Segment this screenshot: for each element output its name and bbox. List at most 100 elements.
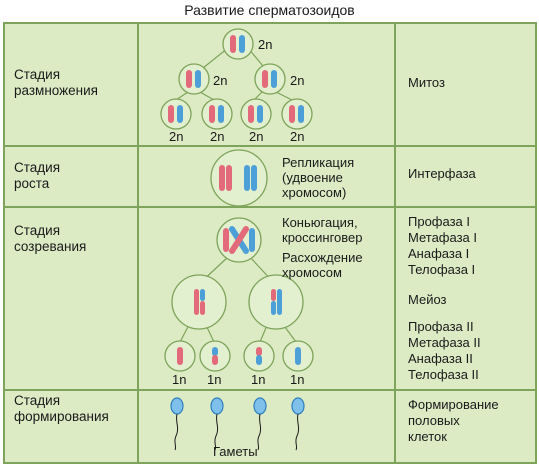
chromosome-red (209, 105, 215, 123)
chromosome-blue (218, 105, 224, 123)
stage-reproduction: Стадия размножения (14, 67, 98, 99)
row-divider-2 (3, 206, 537, 208)
chromatid-blue (277, 289, 282, 315)
right-formation: Формирование половых клеток (408, 397, 499, 445)
gametes-label: Гаметы (213, 444, 258, 459)
cell-reproduction-bottom (160, 98, 192, 130)
stage-maturation-line1: Стадия (14, 223, 61, 238)
chromosome-red (262, 70, 268, 88)
chromosome-red (256, 347, 262, 356)
cell-growth (210, 149, 268, 207)
conjugation-line2: кроссинговер (282, 230, 363, 245)
cell-meiosis1-right (248, 274, 304, 330)
ploidy-label: 2n (290, 73, 305, 88)
right-formation-line3: клеток (408, 429, 447, 444)
ploidy-label: 2n (213, 73, 228, 88)
right-meiosis2: Профаза II Метафаза II Анафаза II Телофа… (408, 319, 481, 383)
chromosome-red (186, 70, 192, 88)
right-metaphase-1: Метафаза I (408, 230, 478, 245)
stage-maturation: Стадия созревания (14, 223, 86, 255)
divergence-line1: Расхождение (282, 250, 363, 265)
right-telophase-2: Телофаза II (408, 367, 479, 382)
right-anaphase-2: Анафаза II (408, 351, 473, 366)
stage-reproduction-line1: Стадия (14, 67, 61, 82)
chromosome-blue (256, 355, 262, 365)
sperm-icon (210, 397, 224, 451)
chromosome-red (177, 347, 183, 365)
column-divider-right (394, 22, 396, 464)
sperm-icon (253, 397, 267, 451)
right-meiosis1: Профаза I Метафаза I Анафаза I Телофаза … (408, 214, 477, 278)
conjugation-note: Коньюгация, кроссинговер (282, 215, 363, 245)
chromosome-blue (195, 70, 201, 88)
stage-reproduction-line2: размножения (14, 83, 98, 98)
sperm-cells (170, 397, 305, 451)
ploidy-label: 2n (249, 129, 264, 144)
cell-reproduction-mid-left (178, 63, 210, 95)
stage-maturation-line2: созревания (14, 239, 87, 254)
chromosome-blue (177, 105, 183, 123)
connector (199, 91, 215, 101)
chromatid-red (219, 165, 225, 191)
right-interphase: Интерфаза (408, 166, 476, 181)
chromatid-crossing (229, 226, 249, 254)
right-prophase-1: Профаза I (408, 214, 470, 229)
conjugation-line1: Коньюгация, (282, 215, 358, 230)
column-divider-left (137, 22, 139, 464)
chromosome-red (230, 35, 236, 53)
chromatid-red (226, 165, 232, 191)
ploidy-label: 2n (290, 129, 305, 144)
right-telophase-1: Телофаза I (408, 262, 476, 277)
right-mitosis: Митоз (408, 75, 445, 90)
diagram-title: Развитие сперматозоидов (184, 2, 355, 18)
ploidy-label: 2n (210, 129, 225, 144)
chromatid-red (194, 289, 199, 315)
chromosome-red (168, 105, 174, 123)
cell-reproduction-bottom (240, 98, 272, 130)
sperm-icon (170, 397, 184, 451)
chromatid-blue (251, 165, 257, 191)
ploidy-label: 2n (169, 129, 184, 144)
sperm-icon (291, 397, 305, 451)
ploidy-label: 1n (207, 372, 222, 387)
chromosome-blue (212, 347, 218, 356)
divergence-note: Расхождение хромосом (282, 250, 363, 280)
chromatid-blue (249, 228, 255, 252)
connector (275, 91, 293, 101)
right-metaphase-2: Метафаза II (408, 335, 481, 350)
chromosomes (168, 35, 304, 365)
replication-note: Репликация (удвоение хромосом) (282, 155, 354, 200)
chromatid-red (200, 301, 205, 315)
right-anaphase-1: Анафаза I (408, 246, 470, 261)
stage-growth: Стадия роста (14, 160, 60, 192)
chromatid-blue (271, 301, 276, 315)
replication-line2: (удвоение (282, 170, 343, 185)
right-formation-line2: половых (408, 413, 460, 428)
stage-growth-line2: роста (14, 176, 50, 191)
replication-line3: хромосом) (282, 185, 347, 200)
chromosome-blue (257, 105, 263, 123)
cell-reproduction-bottom (281, 98, 313, 130)
chromosome-red (248, 105, 254, 123)
chromatid-blue (244, 165, 250, 191)
ploidy-label: 1n (172, 372, 187, 387)
right-formation-line1: Формирование (408, 397, 499, 412)
replication-line1: Репликация (282, 155, 355, 170)
chromosome-red (212, 355, 218, 365)
cell-reproduction-top (222, 28, 254, 60)
chromosome-blue (298, 105, 304, 123)
chromosome-blue (271, 70, 277, 88)
divergence-line2: хромосом (282, 265, 342, 280)
chromosome-blue (239, 35, 245, 53)
stage-formation: Стадия формирования (14, 393, 109, 425)
cell-reproduction-mid-right (254, 63, 286, 95)
stage-formation-line2: формирования (14, 409, 109, 424)
stage-formation-line1: Стадия (14, 393, 61, 408)
cell-reproduction-bottom (201, 98, 233, 130)
ploidy-label: 1n (251, 372, 266, 387)
chromosome-blue (295, 347, 301, 365)
stage-growth-line1: Стадия (14, 160, 61, 175)
right-prophase-2: Профаза II (408, 319, 474, 334)
row-divider-3 (3, 389, 537, 391)
